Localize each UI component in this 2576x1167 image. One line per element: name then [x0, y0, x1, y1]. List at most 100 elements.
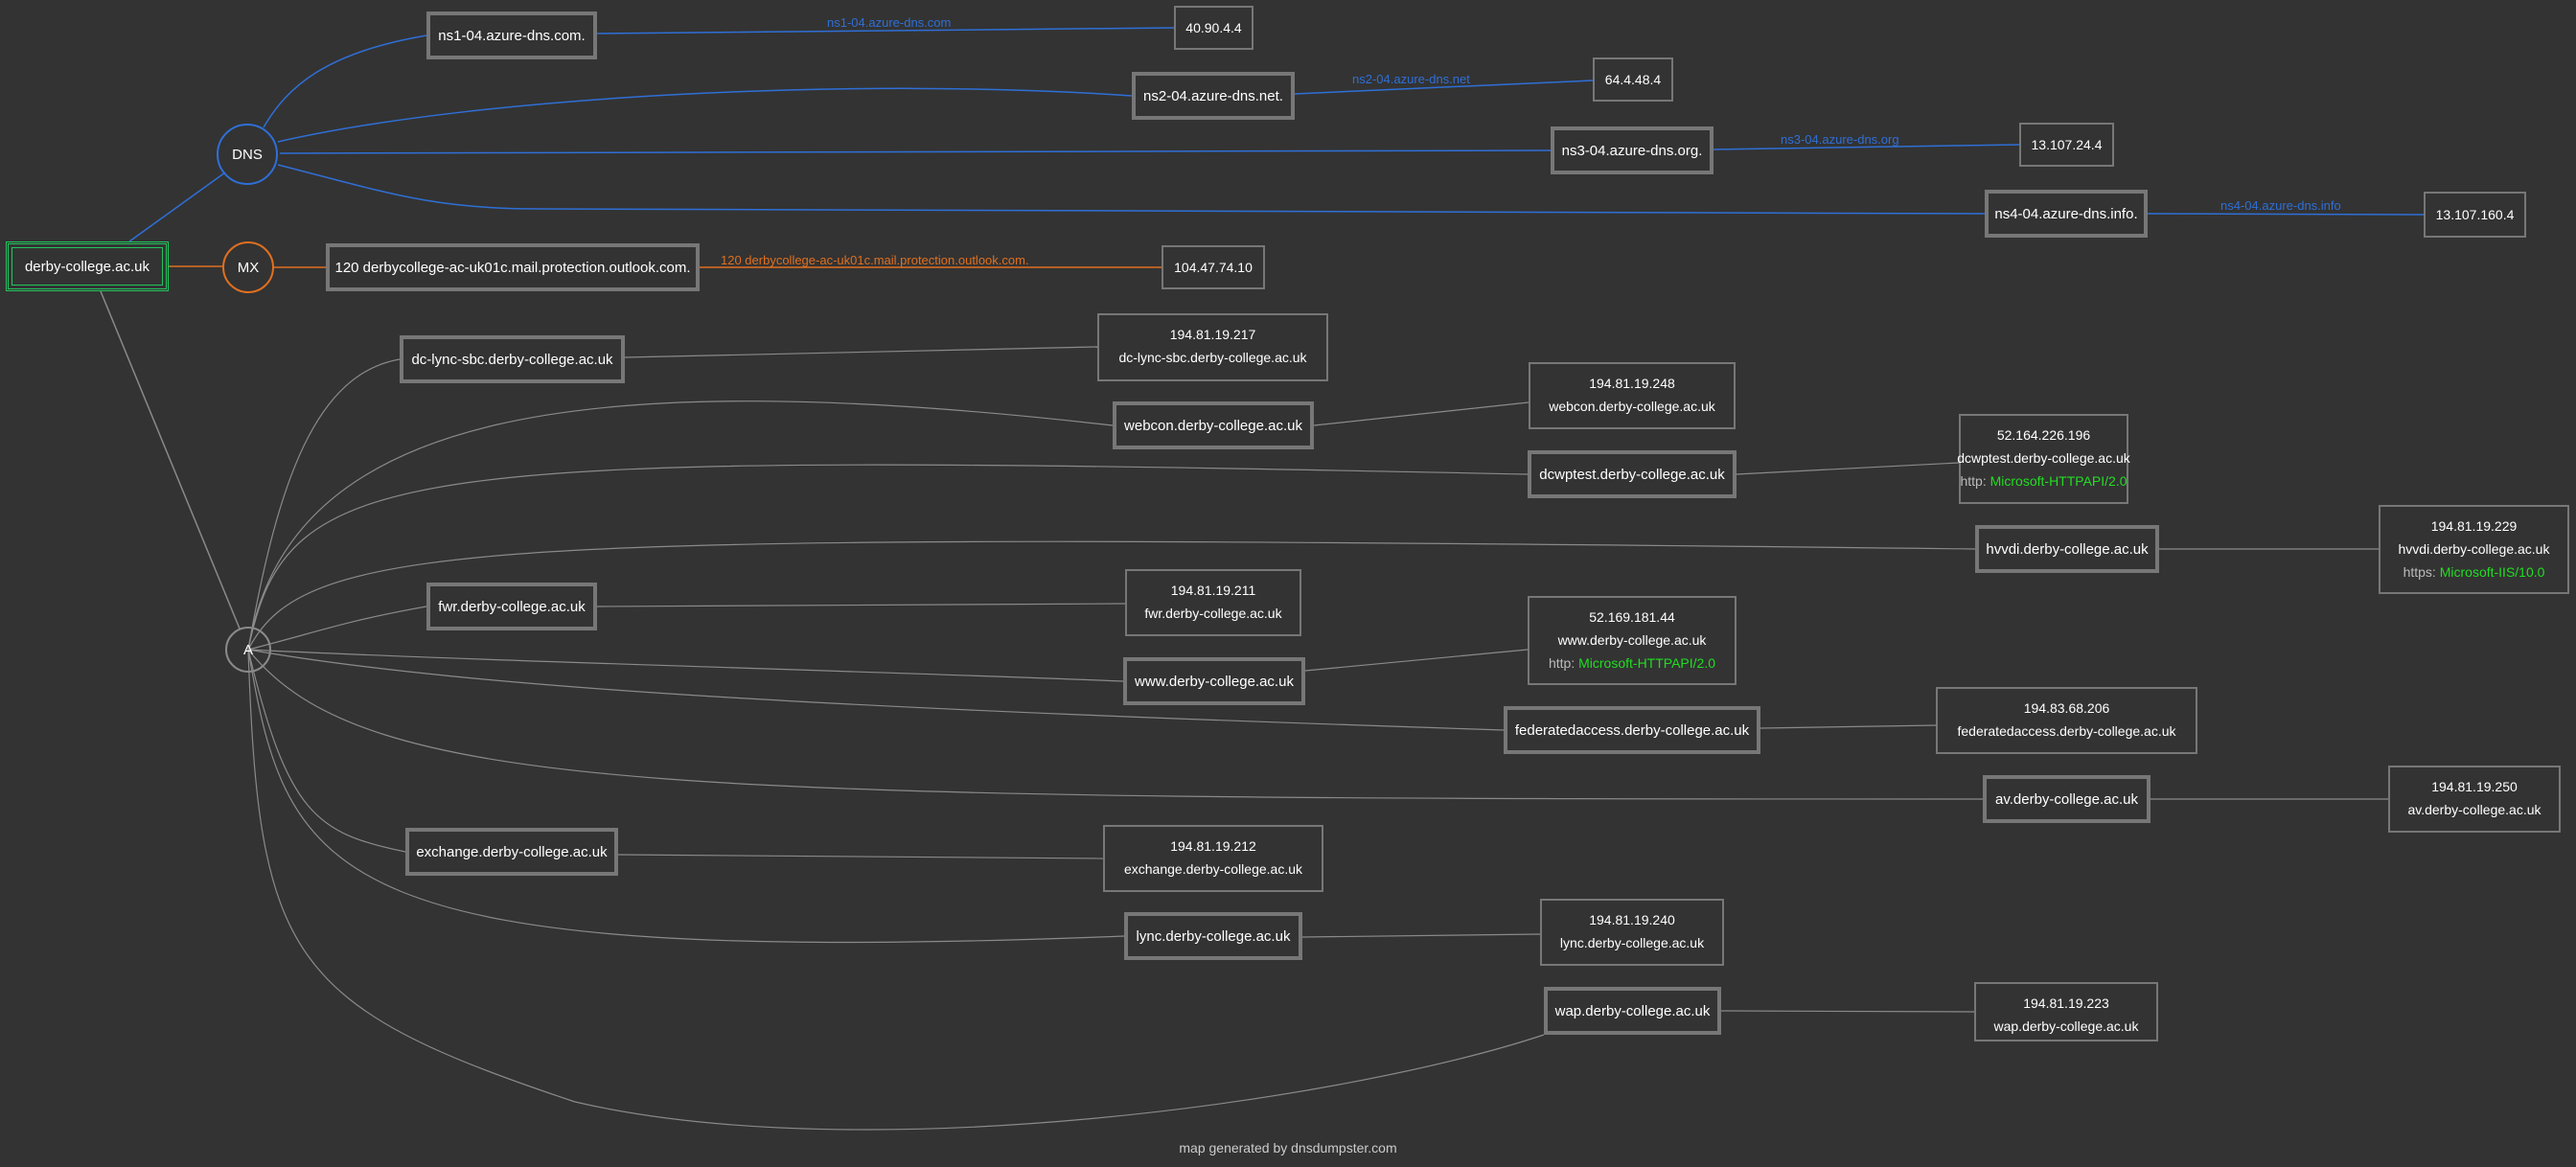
a-ip-address: 194.83.68.206: [2023, 700, 2110, 716]
mx-ip-node[interactable]: 104.47.74.10: [1162, 245, 1265, 289]
edge-dns-host: [263, 34, 427, 128]
edge-dns-host: [279, 149, 1552, 154]
edge-a-host: [247, 649, 1124, 682]
dns-host-node[interactable]: ns1-04.azure-dns.com.: [426, 11, 597, 59]
a-host-label: dc-lync-sbc.derby-college.ac.uk: [411, 351, 613, 368]
edge-root-dns: [128, 172, 226, 242]
a-ip-service: https:: [2403, 564, 2436, 580]
dns-host-label: ns2-04.azure-dns.net.: [1143, 87, 1283, 104]
group-label-mx: MX: [237, 259, 260, 276]
edge-a-host: [247, 649, 1125, 944]
edge-dns-host: [277, 164, 1986, 215]
a-ip-service: http:: [1548, 655, 1576, 671]
a-ip-address: 52.164.226.196: [1996, 427, 2091, 443]
a-host-node[interactable]: dcwptest.derby-college.ac.uk: [1528, 450, 1736, 498]
dns-edge-label: ns4-04.azure-dns.info: [2220, 198, 2341, 213]
a-host-node[interactable]: lync.derby-college.ac.uk: [1124, 912, 1302, 960]
a-ip-node[interactable]: 194.81.19.223 wap.derby-college.ac.uk: [1974, 982, 2158, 1041]
edge-a-host: [247, 540, 1976, 651]
a-ip-node[interactable]: 194.81.19.211 fwr.derby-college.ac.uk: [1125, 569, 1301, 636]
a-ip-address: 52.169.181.44: [1589, 609, 1675, 625]
edge-dns-ip: [1294, 80, 1594, 95]
a-ip-address: 194.81.19.248: [1589, 376, 1675, 391]
root-domain-node[interactable]: derby-college.ac.uk: [6, 241, 169, 291]
a-ip-hostname: exchange.derby-college.ac.uk: [1123, 861, 1302, 877]
a-host-node[interactable]: hvvdi.derby-college.ac.uk: [1975, 525, 2159, 573]
a-ip-server: Microsoft-HTTPAPI/2.0: [1578, 655, 1716, 671]
dns-ip-label: 13.107.160.4: [2435, 207, 2515, 222]
dns-ip-node[interactable]: 64.4.48.4: [1593, 57, 1673, 102]
mx-ip-label: 104.47.74.10: [1174, 260, 1253, 275]
a-ip-server: Microsoft-IIS/10.0: [2439, 564, 2545, 580]
dns-host-label: ns3-04.azure-dns.org.: [1561, 142, 1703, 159]
edge-a-ip: [596, 603, 1126, 607]
a-ip-node[interactable]: 194.81.19.217 dc-lync-sbc.derby-college.…: [1097, 313, 1328, 381]
edge-a-host: [247, 649, 406, 853]
a-host-node[interactable]: av.derby-college.ac.uk: [1983, 775, 2150, 823]
a-host-label: www.derby-college.ac.uk: [1135, 673, 1294, 690]
a-ip-service-line: https: Microsoft-IIS/10.0: [2404, 561, 2545, 584]
a-host-node[interactable]: federatedaccess.derby-college.ac.uk: [1504, 706, 1760, 754]
a-host-label: hvvdi.derby-college.ac.uk: [1986, 540, 2149, 558]
a-host-label: webcon.derby-college.ac.uk: [1124, 417, 1302, 434]
dns-host-node[interactable]: ns4-04.azure-dns.info.: [1985, 190, 2148, 238]
a-ip-node[interactable]: 194.81.19.250 av.derby-college.ac.uk: [2388, 766, 2561, 833]
group-node-mx[interactable]: MX: [222, 241, 274, 293]
dns-host-label: ns1-04.azure-dns.com.: [438, 27, 586, 44]
a-ip-service-line: http: Microsoft-HTTPAPI/2.0: [1960, 469, 2127, 492]
a-host-node[interactable]: exchange.derby-college.ac.uk: [405, 828, 618, 876]
dns-host-node[interactable]: ns3-04.azure-dns.org.: [1551, 126, 1714, 174]
mx-edge-label: 120 derbycollege-ac-uk01c.mail.protectio…: [721, 253, 1029, 267]
a-host-label: fwr.derby-college.ac.uk: [438, 598, 586, 615]
a-host-label: lync.derby-college.ac.uk: [1136, 927, 1291, 945]
a-ip-node[interactable]: 194.81.19.248 webcon.derby-college.ac.uk: [1529, 362, 1736, 429]
edge-a-ip: [1736, 462, 1960, 475]
a-ip-node[interactable]: 194.81.19.212 exchange.derby-college.ac.…: [1103, 825, 1323, 892]
dns-ip-node[interactable]: 13.107.24.4: [2019, 123, 2114, 167]
footer-credit: map generated by dnsdumpster.com: [1179, 1140, 1397, 1156]
a-ip-hostname: wap.derby-college.ac.uk: [1993, 1018, 2139, 1034]
root-domain-label: derby-college.ac.uk: [24, 258, 150, 275]
dns-ip-node[interactable]: 13.107.160.4: [2424, 192, 2526, 238]
edge-a-host: [247, 649, 1984, 800]
a-host-node[interactable]: www.derby-college.ac.uk: [1123, 657, 1305, 705]
a-host-node[interactable]: fwr.derby-college.ac.uk: [426, 583, 597, 630]
edge-dns-ip: [2147, 213, 2425, 216]
a-host-node[interactable]: dc-lync-sbc.derby-college.ac.uk: [400, 335, 625, 383]
a-ip-hostname: dc-lync-sbc.derby-college.ac.uk: [1118, 350, 1307, 365]
a-host-label: dcwptest.derby-college.ac.uk: [1539, 466, 1725, 483]
edge-a-ip: [1760, 724, 1937, 729]
dns-host-node[interactable]: ns2-04.azure-dns.net.: [1132, 72, 1295, 120]
a-ip-node[interactable]: 194.83.68.206 federatedaccess.derby-coll…: [1936, 687, 2197, 754]
mx-host-node[interactable]: 120 derbycollege-ac-uk01c.mail.protectio…: [326, 243, 700, 291]
a-ip-service: http:: [1960, 473, 1987, 489]
edge-a-ip: [1313, 401, 1530, 426]
a-ip-node[interactable]: 52.169.181.44 www.derby-college.ac.uk ht…: [1528, 596, 1736, 685]
a-ip-address: 194.81.19.240: [1589, 912, 1675, 927]
group-label-a: A: [242, 641, 253, 658]
a-ip-node[interactable]: 194.81.19.240 lync.derby-college.ac.uk: [1540, 899, 1724, 966]
a-ip-node[interactable]: 194.81.19.229 hvvdi.derby-college.ac.uk …: [2379, 505, 2569, 594]
dns-ip-node[interactable]: 40.90.4.4: [1174, 6, 1254, 50]
edge-a-ip: [1720, 1010, 1975, 1013]
group-node-dns[interactable]: DNS: [217, 124, 278, 185]
a-ip-node[interactable]: 52.164.226.196 dcwptest.derby-college.ac…: [1957, 414, 2130, 504]
a-host-node[interactable]: wap.derby-college.ac.uk: [1544, 987, 1721, 1035]
dns-edge-label: ns1-04.azure-dns.com: [827, 15, 952, 30]
edge-a-host: [247, 649, 1545, 1131]
edge-a-host: [247, 358, 401, 651]
a-ip-address: 194.81.19.229: [2430, 518, 2518, 534]
edge-a-ip: [1304, 649, 1529, 672]
a-ip-hostname: federatedaccess.derby-college.ac.uk: [1957, 723, 2176, 739]
a-host-node[interactable]: webcon.derby-college.ac.uk: [1113, 401, 1314, 449]
a-ip-hostname: dcwptest.derby-college.ac.uk: [1957, 450, 2130, 466]
edge-a-host: [247, 464, 1529, 651]
a-ip-hostname: webcon.derby-college.ac.uk: [1549, 399, 1715, 414]
group-node-a[interactable]: A: [225, 627, 271, 673]
a-host-label: wap.derby-college.ac.uk: [1554, 1002, 1711, 1019]
a-ip-hostname: www.derby-college.ac.uk: [1557, 632, 1707, 648]
edge-dns-ip: [1713, 144, 2020, 150]
edge-a-host: [247, 606, 427, 651]
